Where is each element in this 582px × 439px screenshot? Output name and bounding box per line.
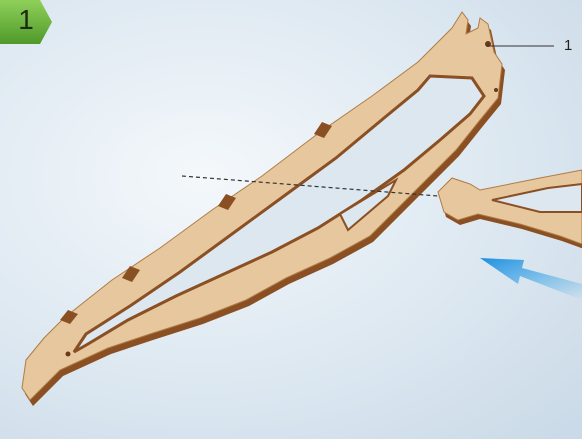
assembly-arrow-icon: [480, 258, 582, 300]
frame-part: [22, 12, 505, 406]
connector-part: [438, 170, 582, 249]
part-callout-label: 1: [564, 37, 572, 54]
